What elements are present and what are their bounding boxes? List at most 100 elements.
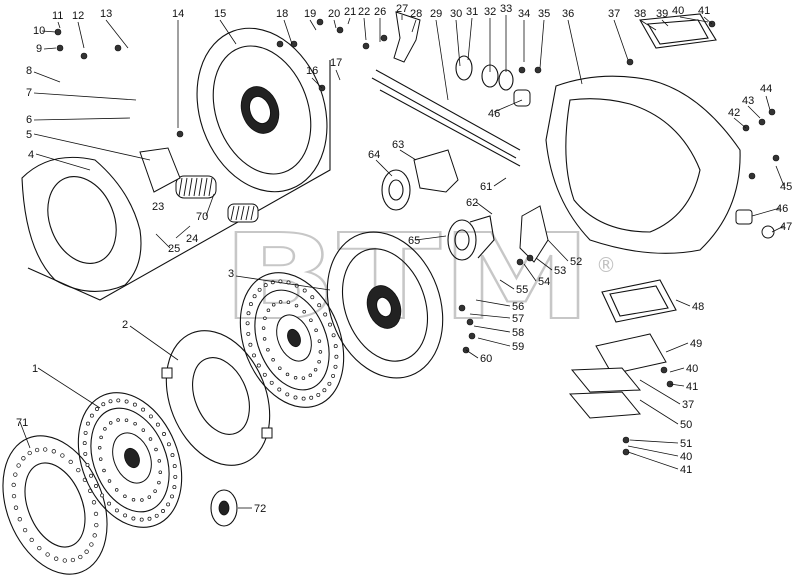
callout-23: 23 [152,201,164,213]
callout-61: 61 [480,181,492,193]
callout-63: 63 [392,139,404,151]
callout-38: 38 [634,8,646,20]
callout-46b: 46 [488,108,500,120]
callout-6: 6 [26,114,32,126]
callout-labels: 1 2 3 4 5 6 7 8 9 10 11 12 13 14 15 16 1… [16,3,792,515]
fork-28 [393,11,421,63]
lever-bracket-5 [139,147,181,193]
callout-4: 4 [28,149,34,161]
friction-ring-71 [2,435,108,575]
callout-41c: 41 [680,464,692,476]
callout-22: 22 [358,6,370,18]
callout-46: 46 [776,203,788,215]
callout-71: 71 [16,417,28,429]
plate-4 [21,60,331,301]
callout-37b: 37 [682,399,694,411]
callout-65: 65 [408,235,420,247]
callout-29: 29 [430,8,442,20]
callout-62: 62 [466,197,478,209]
callout-41b: 41 [686,381,698,393]
callout-50: 50 [680,419,692,431]
callout-10: 10 [33,25,45,37]
callout-24: 24 [186,233,198,245]
callout-5: 5 [26,129,32,141]
callout-19: 19 [304,8,316,20]
hub-72 [210,489,238,527]
callout-40: 40 [672,5,684,17]
callout-21: 21 [344,6,356,18]
gasket-39 [639,13,717,49]
callout-7: 7 [26,87,32,99]
callout-56: 56 [512,301,524,313]
callout-25: 25 [168,243,180,255]
callout-60: 60 [480,353,492,365]
callout-33: 33 [500,3,512,15]
callout-72: 72 [254,503,266,515]
pressure-plate-2 [161,330,273,466]
covers-48-49 [595,279,677,375]
callout-40c: 40 [680,451,692,463]
callout-26: 26 [374,6,386,18]
part-drawings [2,11,780,575]
small-fasteners [54,18,780,456]
callout-48: 48 [692,301,704,313]
springs-23-70 [175,175,259,223]
callout-45: 45 [780,181,792,193]
callout-27: 27 [396,3,408,15]
shaft-29 [371,69,521,167]
watermark-registered-mark: ® [596,253,616,277]
callout-53: 53 [554,265,566,277]
callout-55: 55 [516,284,528,296]
callout-1: 1 [32,363,38,375]
callout-30: 30 [450,8,462,20]
callout-17: 17 [330,57,342,69]
callout-49: 49 [690,338,702,350]
callout-64: 64 [368,149,380,161]
callout-11: 11 [52,10,63,22]
callout-31: 31 [466,6,478,18]
callout-41: 41 [698,5,710,17]
callout-16: 16 [306,65,318,77]
clutch-cover-3 [326,231,444,379]
callout-18: 18 [276,8,288,20]
leader-lines [19,15,785,509]
release-fork-52 [519,205,549,263]
callout-51: 51 [680,438,692,450]
callout-59: 59 [512,341,524,353]
clutch-housing-36 [545,75,741,254]
release-bearing-63-65 [381,149,495,261]
callout-36: 36 [562,8,574,20]
driven-disc-1 [77,392,183,528]
callout-42: 42 [728,107,740,119]
callout-28: 28 [410,8,422,20]
callout-43: 43 [742,95,754,107]
callout-58: 58 [512,327,524,339]
bushing-46-upper [513,89,531,107]
callout-13: 13 [100,8,112,20]
callout-8: 8 [26,65,32,77]
plates-50-51 [568,367,642,419]
callout-37: 37 [608,8,620,20]
callout-40b: 40 [686,363,698,375]
callout-54: 54 [538,276,550,288]
bushing-plug-46-47 [735,209,775,239]
callout-9: 9 [36,43,42,55]
callout-52: 52 [570,256,582,268]
callout-15: 15 [214,8,226,20]
callout-35: 35 [538,8,550,20]
callout-32: 32 [484,6,496,18]
callout-39: 39 [656,8,668,20]
rings-31-33 [455,55,514,91]
callout-2: 2 [122,319,128,331]
callout-47: 47 [780,221,792,233]
callout-34: 34 [518,8,530,20]
callout-20: 20 [328,8,340,20]
callout-3: 3 [228,268,234,280]
flywheel-housing-15 [196,27,328,193]
callout-70: 70 [196,211,208,223]
callout-44: 44 [760,83,772,95]
callout-14: 14 [172,8,184,20]
callout-57: 57 [512,313,524,325]
callout-12: 12 [72,10,84,22]
